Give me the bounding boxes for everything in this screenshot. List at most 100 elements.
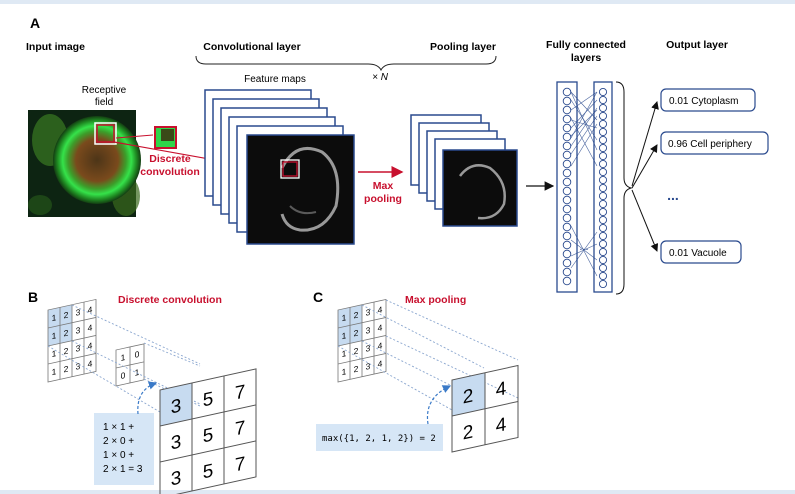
pool-in-r0c3: 4 <box>378 304 383 315</box>
conv-calc-line-3: 1 × 0 + <box>103 450 134 461</box>
times-n-label: × N <box>372 72 389 83</box>
conv-in-r0c2: 3 <box>76 307 81 318</box>
feature-map-target-box-inner <box>282 161 298 177</box>
conv-in-r3c0: 1 <box>52 366 57 377</box>
panel-a-letter: A <box>30 15 40 31</box>
conv-in-r2c1: 2 <box>64 346 69 357</box>
conv-input-grid: 1 2 3 4 1 2 3 4 1 2 3 4 1 2 3 4 <box>47 298 97 383</box>
conv-out-r0c1: 5 <box>203 388 214 411</box>
output-cell-periphery-text: 0.96 Cell periphery <box>668 139 752 150</box>
kernel-r0c0: 1 <box>121 352 126 363</box>
pool-in-r0c1: 2 <box>354 310 359 321</box>
panel-b-title: Discrete convolution <box>118 294 222 306</box>
conv-calc-box <box>94 413 154 485</box>
rf-connector <box>115 134 154 139</box>
receptive-field-label-1: Receptive <box>82 85 127 96</box>
pool-in-r0c0: 1 <box>342 312 347 323</box>
conv-calc-arrow <box>137 381 158 415</box>
conv-in-r1c1: 2 <box>64 328 69 339</box>
pool-formula-text: max({1, 2, 1, 2}) = 2 <box>322 434 436 444</box>
pool-in-r3c0: 1 <box>342 366 347 377</box>
conv-in-r2c3: 4 <box>88 340 93 351</box>
conv-out-r2c0: 3 <box>171 468 182 491</box>
pool-formula-box <box>316 424 443 451</box>
conv-output-grid: 3 5 7 3 5 7 3 5 7 <box>159 368 257 494</box>
fully-connected-layers <box>556 81 613 293</box>
pool-in-r1c3: 4 <box>378 322 383 333</box>
conv-calc-line-2: 2 × 0 + <box>103 436 134 447</box>
input-image-label: Input image <box>26 41 85 53</box>
conv-out-r2c1: 5 <box>203 460 214 483</box>
pool-out-r1c0: 2 <box>463 422 474 445</box>
conv-in-r1c3: 4 <box>88 322 93 333</box>
front-pooled-map <box>442 149 518 227</box>
kernel-r1c1: 1 <box>135 367 140 378</box>
front-feature-map <box>246 134 355 245</box>
pool-in-r2c2: 3 <box>366 343 371 354</box>
pool-in-r1c1: 2 <box>354 328 359 339</box>
feature-maps-label: Feature maps <box>244 74 306 85</box>
output-arrow-3 <box>631 189 659 252</box>
input-image <box>28 110 141 217</box>
output-ellipsis: ... <box>667 187 679 203</box>
pooled-map-stack <box>410 114 518 227</box>
pool-in-r1c0: 1 <box>342 330 347 341</box>
conv-in-r3c1: 2 <box>64 364 69 375</box>
pool-in-r2c3: 4 <box>378 340 383 351</box>
feature-map-target-box <box>280 159 300 179</box>
conv-projection-lines <box>47 304 201 413</box>
receptive-field-label-2: field <box>95 97 113 108</box>
panel-c-letter: C <box>313 289 323 305</box>
conv-in-r3c3: 4 <box>88 358 93 369</box>
receptive-field-box <box>94 122 117 145</box>
pool-in-r3c2: 3 <box>366 361 371 372</box>
feature-map-stack <box>204 89 355 245</box>
conv-in-r1c0: 1 <box>52 330 57 341</box>
pool-out-r0c0: 2 <box>463 386 474 409</box>
bottom-strip <box>0 490 795 494</box>
conv-layer-label: Convolutional layer <box>203 41 300 53</box>
fc-ellipsis: ... <box>579 241 588 253</box>
pool-in-r0c2: 3 <box>366 307 371 318</box>
output-arrow-1 <box>631 101 659 187</box>
kernel-r1c0: 0 <box>121 370 126 381</box>
conv-calc-line-4: 2 × 1 = 3 <box>103 464 143 475</box>
conv-out-r1c0: 3 <box>171 432 182 455</box>
panel-b-letter: B <box>28 289 38 305</box>
conv-out-r0c2: 7 <box>235 381 246 404</box>
output-layer-label: Output layer <box>666 39 728 51</box>
max-pooling-label-2: pooling <box>364 193 402 205</box>
layer-bracket <box>195 55 497 72</box>
pool-in-r1c2: 3 <box>366 325 371 336</box>
pool-input-grid: 1 2 3 4 1 2 3 4 1 2 3 4 1 2 3 4 <box>337 298 387 383</box>
kernel-r0c1: 0 <box>135 349 140 360</box>
conv-in-r0c1: 2 <box>64 310 69 321</box>
conv-kernel: 1 0 0 1 <box>115 343 145 387</box>
fc-label-1: Fully connected <box>546 39 626 51</box>
output-cytoplasm-text: 0.01 Cytoplasm <box>669 96 738 107</box>
output-brace <box>615 81 633 295</box>
conv-in-r2c0: 1 <box>52 348 57 359</box>
pool-out-r0c1: 4 <box>496 378 507 401</box>
output-arrow-2 <box>631 144 658 189</box>
conv-in-r0c0: 1 <box>52 312 57 323</box>
discrete-conv-label-2: convolution <box>140 166 200 178</box>
conv-out-r1c2: 7 <box>235 417 246 440</box>
pool-output-grid: 2 4 2 4 <box>451 364 519 453</box>
panel-c-title: Max pooling <box>405 294 466 306</box>
conv-in-r2c2: 3 <box>76 343 81 354</box>
conv-in-r3c2: 3 <box>76 361 81 372</box>
pooling-layer-label: Pooling layer <box>430 41 496 53</box>
fc-label-2: layers <box>571 52 602 64</box>
receptive-field-box-inner <box>96 124 115 143</box>
conv-calc-line-1: 1 × 1 + <box>103 422 134 433</box>
conv-out-r2c2: 7 <box>235 453 246 476</box>
output-box-vacuole <box>660 240 742 264</box>
top-strip <box>0 0 795 4</box>
pool-in-r3c1: 2 <box>354 364 359 375</box>
conv-in-r0c3: 4 <box>88 304 93 315</box>
pool-in-r3c3: 4 <box>378 358 383 369</box>
conv-in-r1c2: 3 <box>76 325 81 336</box>
output-vacuole-text: 0.01 Vacuole <box>669 248 727 259</box>
discrete-conv-label-1: Discrete <box>149 153 191 165</box>
